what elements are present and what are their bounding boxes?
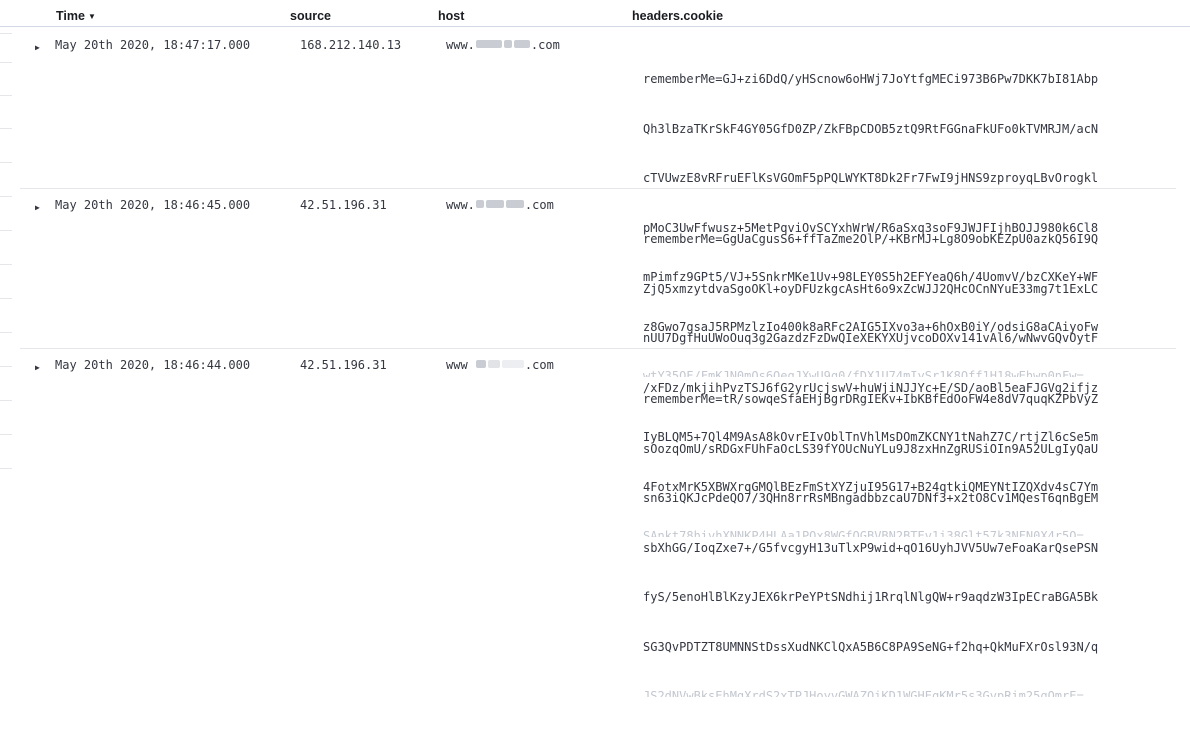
time-cell: May 20th 2020, 18:47:17.000 bbox=[55, 38, 251, 52]
gutter-tick bbox=[0, 162, 12, 163]
column-header-label: Time bbox=[56, 9, 85, 23]
caret-right-icon[interactable]: ▶ bbox=[35, 363, 40, 372]
host-prefix: www. bbox=[446, 38, 475, 52]
redacted-block bbox=[485, 200, 504, 208]
source-cell: 42.51.196.31 bbox=[300, 198, 387, 212]
redacted-block bbox=[503, 40, 512, 48]
cookie-line: SG3QvPDTZT8UMNNStDssXudNKClQxA5B6C8PA9Se… bbox=[643, 639, 1099, 654]
caret-down-icon[interactable]: ▼ bbox=[87, 12, 96, 21]
cookie-line: z8Gwo7gsaJ5RPMzlzIo400k8aRFc2AIG5IXvo3a+… bbox=[643, 319, 1099, 334]
gutter-tick bbox=[0, 128, 12, 129]
gutter-tick bbox=[0, 434, 12, 435]
gutter-tick bbox=[0, 298, 12, 299]
cookie-line: fyS/5enoHlBlKzyJEX6krPeYPtSNdhij1RrqlNlg… bbox=[643, 590, 1099, 604]
column-header-time[interactable]: Time▼ bbox=[56, 9, 96, 23]
table-row[interactable]: ▶ May 20th 2020, 18:47:17.000 168.212.14… bbox=[0, 38, 1190, 377]
table-row[interactable]: ▶ May 20th 2020, 18:46:45.000 42.51.196.… bbox=[0, 198, 1190, 537]
cookie-line: IyBLQM5+7Ql4M9AsA8kOvrEIvOblTnVhlMsDOmZK… bbox=[643, 430, 1099, 444]
redacted-block bbox=[501, 360, 524, 368]
gutter-tick bbox=[0, 264, 12, 265]
host-cell: www .com bbox=[446, 358, 554, 372]
redacted-block bbox=[475, 360, 486, 368]
time-cell: May 20th 2020, 18:46:44.000 bbox=[55, 358, 251, 372]
source-cell: 168.212.140.13 bbox=[300, 38, 402, 52]
column-header-cookie[interactable]: headers.cookie bbox=[632, 9, 724, 23]
cookie-line-faded: wtY35OE/FmKJN0mOs6OegJXwU9q0/fDX1U74mIyS… bbox=[643, 369, 1084, 377]
gutter-tick bbox=[0, 332, 12, 333]
caret-right-icon[interactable]: ▶ bbox=[35, 43, 40, 52]
table-row[interactable]: ▶ May 20th 2020, 18:46:44.000 42.51.196.… bbox=[0, 358, 1190, 697]
host-suffix: .com bbox=[524, 198, 554, 212]
cookie-cell: rememberMe=tR/sowqeSfaEHjBgrDRgIEKv+IbKB… bbox=[643, 358, 1148, 730]
caret-right-icon[interactable]: ▶ bbox=[35, 203, 40, 212]
cookie-line: nUU7DgfHuUWoOuq3g2GazdzFzDwQIeXEKYXUjvco… bbox=[643, 331, 1099, 345]
cookie-line: ZjQ5xmzytdvaSgoOKl+oyDFUzkgcAsHt6o9xZcWJ… bbox=[643, 281, 1099, 296]
table-header: Time▼ source host headers.cookie bbox=[0, 6, 1190, 27]
host-prefix: www bbox=[446, 358, 468, 372]
host-suffix: .com bbox=[530, 38, 560, 52]
cookie-line: rememberMe=GgUaCgusS6+ffTaZme2OlP/+KBrMJ… bbox=[643, 232, 1099, 246]
cookie-line: pMoC3UwFfwusz+5MetPqviOvSCYxhWrW/R6aSxq3… bbox=[643, 220, 1099, 235]
host-prefix: www. bbox=[446, 198, 475, 212]
gutter-tick bbox=[0, 400, 12, 401]
cookie-line: rememberMe=GJ+zi6DdQ/yHScnow6oHWj7JoYtfg… bbox=[643, 72, 1099, 86]
column-header-host[interactable]: host bbox=[438, 9, 465, 23]
cookie-line-faded: JS2dNVwBksEhMqXrdS2xTPJHoyvGWAZQiKD1WGHE… bbox=[643, 689, 1084, 697]
host-cell: www. .com bbox=[446, 38, 560, 52]
redacted-block bbox=[513, 40, 530, 48]
gutter-tick bbox=[0, 468, 12, 469]
cookie-line: sbXhGG/IoqZxe7+/G5fvcgyH13uTlxP9wid+qO16… bbox=[643, 540, 1099, 555]
gutter-tick bbox=[0, 366, 12, 367]
cookie-line: sn63iQKJcPdeQO7/3QHn8rrRsMBngadbbzcaU7DN… bbox=[643, 491, 1099, 505]
redacted-block bbox=[475, 200, 484, 208]
redacted-block bbox=[505, 200, 524, 208]
row-divider bbox=[20, 188, 1176, 189]
cookie-line: /xFDz/mkjihPvzTSJ6fG2yrUcjswV+huWjiNJJYc… bbox=[643, 380, 1099, 395]
cookie-line: rememberMe=tR/sowqeSfaEHjBgrDRgIEKv+IbKB… bbox=[643, 392, 1099, 406]
column-header-source[interactable]: source bbox=[290, 9, 331, 23]
gutter-tick bbox=[0, 95, 12, 96]
cookie-line: Qh3lBzaTKrSkF4GY05GfD0ZP/ZkFBpCDOB5ztQ9R… bbox=[643, 121, 1099, 136]
cookie-line: 4FotxMrK5XBWXrqGMQlBEzFmStXYZjuI95G17+B2… bbox=[643, 479, 1099, 494]
gutter-tick bbox=[0, 33, 12, 34]
cookie-line: sOozqOmU/sRDGxFUhFaOcLS39fYOUcNuYLu9J8zx… bbox=[643, 441, 1099, 456]
cookie-cell: rememberMe=GJ+zi6DdQ/yHScnow6oHWj7JoYtfg… bbox=[643, 38, 1148, 410]
time-cell: May 20th 2020, 18:46:45.000 bbox=[55, 198, 251, 212]
redacted-block bbox=[487, 360, 500, 368]
cookie-line: cTVUwzE8vRFruEFlKsVGOmF5pPQLWYKT8Dk2Fr7F… bbox=[643, 171, 1099, 185]
gutter-tick bbox=[0, 230, 12, 231]
gutter-tick bbox=[0, 62, 12, 63]
redacted-block bbox=[475, 40, 502, 48]
cookie-line: mPimfz9GPt5/VJ+5SnkrMKe1Uv+98LEY0S5h2EFY… bbox=[643, 270, 1099, 284]
source-cell: 42.51.196.31 bbox=[300, 358, 387, 372]
row-divider bbox=[20, 348, 1176, 349]
gutter-tick bbox=[0, 196, 12, 197]
host-cell: www. .com bbox=[446, 198, 554, 212]
host-suffix: .com bbox=[524, 358, 554, 372]
